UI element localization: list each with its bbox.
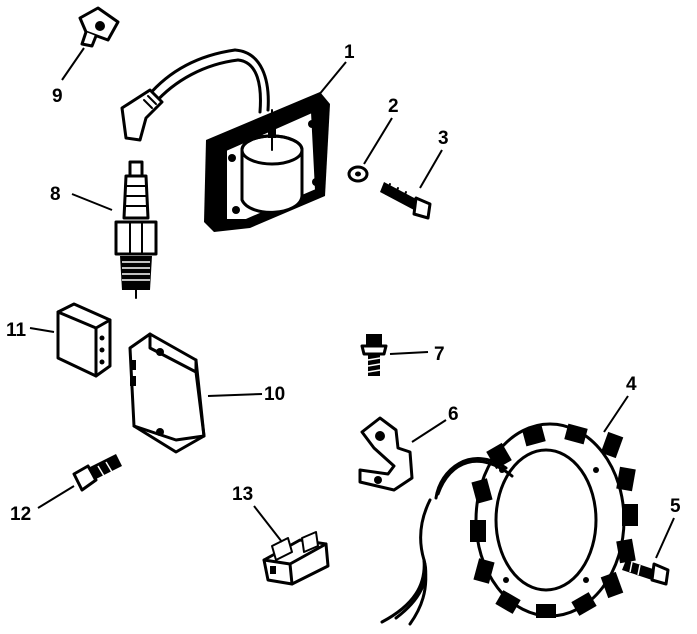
leader-13 <box>253 505 283 543</box>
part-screw-coil <box>380 182 432 220</box>
callout-6: 6 <box>448 404 459 425</box>
callout-9: 9 <box>52 86 63 107</box>
leader-9 <box>61 47 85 81</box>
part-wire-clip <box>78 6 120 48</box>
callout-13: 13 <box>232 484 253 505</box>
leader-7 <box>389 351 429 355</box>
part-bolt-short <box>360 334 388 376</box>
callout-4: 4 <box>626 374 637 395</box>
callout-3: 3 <box>438 128 449 149</box>
part-ignition-coil <box>120 48 330 232</box>
leader-6 <box>411 419 447 443</box>
part-stator-leads <box>380 457 514 626</box>
part-screw-stator <box>622 560 670 586</box>
leader-8 <box>71 193 113 211</box>
part-power-pack <box>128 332 206 454</box>
callout-8: 8 <box>50 184 61 205</box>
leader-10 <box>207 393 263 397</box>
leader-lines <box>29 47 675 559</box>
leader-3 <box>419 149 443 189</box>
leader-12 <box>37 485 75 509</box>
leader-2 <box>363 117 393 165</box>
leader-4 <box>603 395 629 433</box>
callout-11: 11 <box>6 320 27 341</box>
part-terminal-block <box>262 531 330 586</box>
callout-5: 5 <box>670 496 681 517</box>
callout-10: 10 <box>264 384 285 405</box>
callout-labels: 1 2 3 4 5 6 7 8 9 10 11 12 13 <box>6 42 681 525</box>
leader-5 <box>655 517 675 559</box>
callout-7: 7 <box>434 344 445 365</box>
part-washer <box>347 165 369 183</box>
callout-12: 12 <box>10 504 31 525</box>
leader-11 <box>29 327 55 333</box>
leader-1 <box>317 61 347 97</box>
callout-1: 1 <box>344 42 355 63</box>
part-spark-plug <box>114 160 158 299</box>
part-small-module <box>56 302 112 378</box>
callout-2: 2 <box>388 96 399 117</box>
part-bracket <box>358 416 414 492</box>
part-stator <box>470 422 638 618</box>
part-screw-pack <box>72 454 122 492</box>
